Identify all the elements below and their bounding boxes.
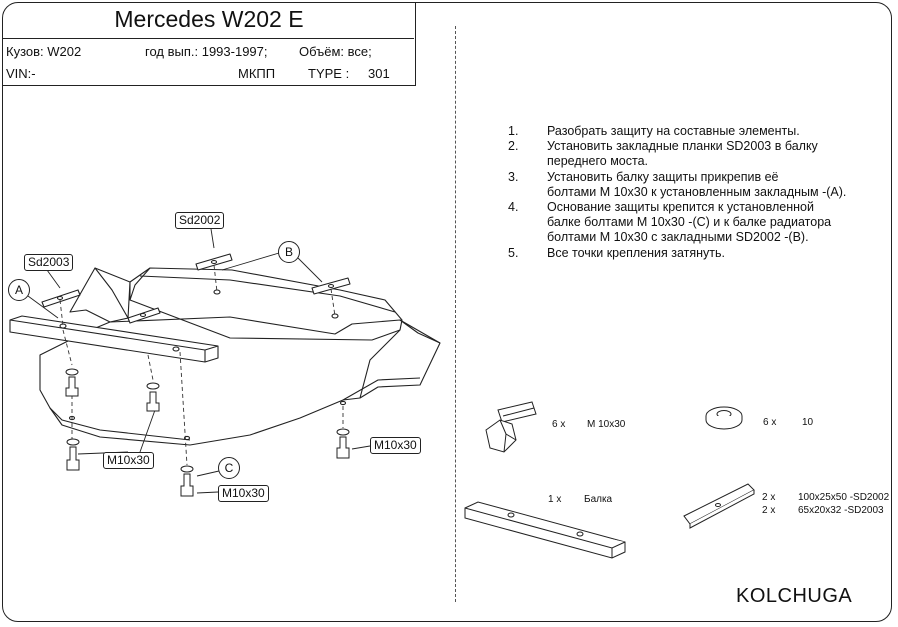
- vin-label: VIN:-: [6, 66, 36, 81]
- parts-beam-drawing: [464, 501, 626, 559]
- washer-spec: 10: [802, 417, 814, 428]
- step-number: 4.: [508, 200, 519, 215]
- callout-sd2003: Sd2003: [24, 254, 74, 271]
- skid-plate-rib: [399, 319, 441, 344]
- type-value: 301: [368, 66, 390, 81]
- year-label: год вып.: 1993-1997;: [145, 44, 268, 59]
- plate2-qty: 2 x: [762, 505, 776, 516]
- instruction-step: 2. Установить закладные планки SD2003 в …: [508, 139, 846, 169]
- callout-bolt-left: M10x30: [103, 452, 154, 469]
- body-label: Кузов: W202: [6, 44, 82, 59]
- step-text: Разобрать защиту на составные элементы.: [547, 124, 800, 138]
- skid-plate-rib: [49, 407, 191, 441]
- callout-a: A: [8, 279, 30, 301]
- washer-icon: [180, 465, 194, 473]
- front-panel: [129, 267, 403, 341]
- bolt-icon: [65, 376, 79, 397]
- parts-washer-drawing: [705, 406, 743, 430]
- beam-qty: 1 x: [548, 494, 562, 505]
- sd2002-plate: [311, 277, 351, 295]
- parts-plate-drawing: [683, 483, 755, 529]
- bolt-qty: 6 x: [552, 419, 566, 430]
- skid-plate-rib: [342, 377, 421, 401]
- bolt-spec: M 10x30: [587, 419, 626, 430]
- washer-icon: [65, 368, 79, 376]
- step-text: балке болтами М 10х30 -(С) и к балке рад…: [547, 215, 832, 230]
- left-wing-fold: [94, 267, 129, 319]
- step-number: 5.: [508, 245, 519, 260]
- model-title: Mercedes W202 E: [114, 6, 304, 32]
- step-text: Установить балку защиты прикрепив её: [547, 169, 779, 184]
- sd2003-plate: [127, 307, 161, 324]
- step-number: 1.: [508, 124, 519, 138]
- instruction-step: 5. Все точки крепления затянуть.: [508, 246, 846, 261]
- step-text: Основание защиты крепится к установленно…: [547, 200, 814, 215]
- title-divider: [2, 38, 414, 39]
- front-panel-edge: [129, 267, 151, 301]
- plate1-qty: 2 x: [762, 492, 776, 503]
- instruction-list: 1. Разобрать защиту на составные элемент…: [508, 124, 846, 261]
- beam-name: Балка: [584, 494, 613, 505]
- gearbox-label: МКПП: [238, 66, 276, 81]
- bolt-icon: [66, 446, 80, 471]
- volume-label: Объём: все;: [299, 44, 372, 59]
- title-block: Mercedes W202 E Кузов: W202 год вып.: 19…: [2, 2, 416, 86]
- washer-qty: 6 x: [763, 417, 777, 428]
- step-number: 3.: [508, 169, 519, 184]
- page-divider: [455, 26, 456, 602]
- callout-c: C: [218, 457, 240, 479]
- callout-bolt-right: M10x30: [370, 437, 421, 454]
- callout-b: B: [278, 241, 300, 263]
- skid-plate-rib: [359, 329, 401, 399]
- instruction-step: 3. Установить балку защиты прикрепив её …: [508, 170, 846, 200]
- instruction-step: 1. Разобрать защиту на составные элемент…: [508, 124, 846, 139]
- washer-icon: [146, 382, 160, 390]
- bolt-icon: [180, 473, 194, 497]
- front-panel-edge: [139, 275, 396, 313]
- step-text: болтами М 10х30 с закладными SD2002 -(В)…: [547, 230, 809, 245]
- plate2-spec: 65x20x32 -SD2003: [798, 505, 884, 516]
- callout-bolt-bottom: M10x30: [218, 485, 269, 502]
- plate1-spec: 100x25x50 -SD2002: [798, 492, 890, 503]
- parts-bolt-drawing: [485, 401, 537, 453]
- bolt-icon: [146, 391, 160, 412]
- brand-logo-text: KOLCHUGA: [736, 585, 853, 607]
- sd2002-plate: [195, 253, 233, 271]
- step-text: Установить закладные планки SD2003 в бал…: [547, 139, 818, 154]
- callout-sd2002: Sd2002: [175, 212, 225, 229]
- front-beam: [9, 315, 219, 363]
- type-label: TYPE :: [308, 66, 350, 81]
- step-text: переднего моста.: [547, 154, 649, 169]
- step-text: Все точки крепления затянуть.: [547, 245, 725, 260]
- sd2003-plate: [41, 289, 81, 308]
- step-text: болтами М 10х30 к установленным закладны…: [547, 184, 847, 199]
- washer-icon: [66, 438, 80, 446]
- skid-plate-outline: [39, 316, 441, 446]
- instruction-step: 4. Основание защиты крепится к установле…: [508, 200, 846, 246]
- step-number: 2.: [508, 139, 519, 154]
- washer-icon: [336, 428, 350, 436]
- bolt-icon: [336, 436, 350, 459]
